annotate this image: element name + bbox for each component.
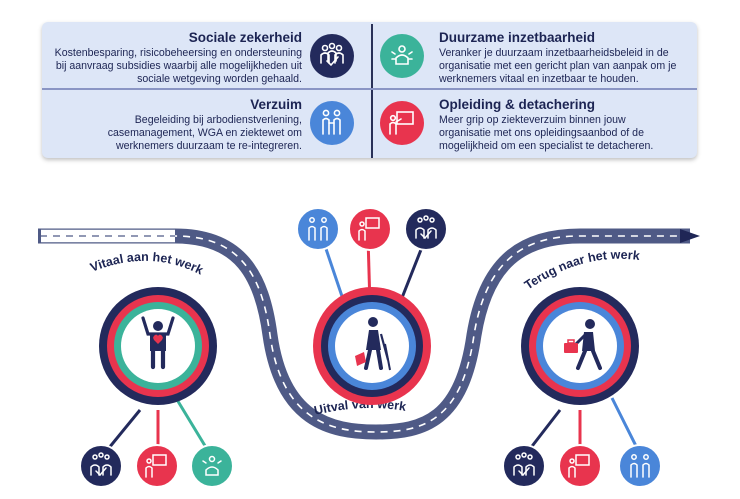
presentation-icon bbox=[135, 444, 179, 488]
stage-vitaal bbox=[99, 287, 217, 405]
support-person-icon bbox=[618, 444, 662, 488]
service-title: Duurzame inzetbaarheid bbox=[439, 30, 596, 45]
presentation-icon bbox=[348, 207, 392, 251]
group-icon bbox=[404, 207, 448, 251]
support-person-icon bbox=[296, 207, 340, 251]
service-title: Verzuim bbox=[250, 97, 302, 112]
service-title: Opleiding & detachering bbox=[439, 97, 596, 112]
stage-terug bbox=[521, 287, 639, 405]
walking-person-icon bbox=[564, 319, 602, 370]
service-text: Veranker je duurzaam inzetbaarheidsbelei… bbox=[439, 47, 677, 85]
presentation-icon bbox=[380, 101, 424, 145]
services-panel bbox=[42, 22, 697, 158]
road bbox=[38, 228, 690, 433]
service-text: Begeleiding bij arbodienstverlening, cas… bbox=[107, 114, 302, 152]
stage-uitval bbox=[313, 287, 431, 405]
service-text: Meer grip op ziekteverzuim binnen jouw o… bbox=[439, 114, 654, 152]
service-tile-opleiding-detachering[interactable]: Opleiding & detachering Meer grip op zie… bbox=[439, 97, 689, 153]
vitality-person-icon bbox=[380, 34, 424, 78]
road-arrow-icon bbox=[680, 229, 700, 243]
service-tile-duurzame-inzetbaarheid[interactable]: Duurzame inzetbaarheid Veranker je duurz… bbox=[439, 30, 689, 86]
panel-vertical-divider bbox=[371, 24, 373, 158]
injured-person-icon bbox=[355, 317, 391, 371]
presentation-icon bbox=[558, 444, 602, 488]
service-text: Kostenbesparing, risicobeheersing en ond… bbox=[54, 47, 302, 85]
group-icon bbox=[502, 444, 546, 488]
group-icon bbox=[79, 444, 123, 488]
support-person-icon bbox=[310, 101, 354, 145]
service-title: Sociale zekerheid bbox=[188, 30, 302, 45]
group-icon bbox=[310, 34, 354, 78]
stage-label-terug: Terug naar het werk bbox=[522, 248, 641, 293]
vitality-person-icon bbox=[190, 444, 234, 488]
panel-horizontal-divider bbox=[42, 88, 697, 90]
stage-label-vitaal: Vitaal aan het werk bbox=[88, 250, 205, 278]
happy-person-icon bbox=[141, 316, 175, 370]
service-tile-verzuim[interactable]: Verzuim Begeleiding bij arbodienstverlen… bbox=[50, 97, 302, 153]
service-tile-sociale-zekerheid[interactable]: Sociale zekerheid Kostenbesparing, risic… bbox=[50, 30, 302, 86]
